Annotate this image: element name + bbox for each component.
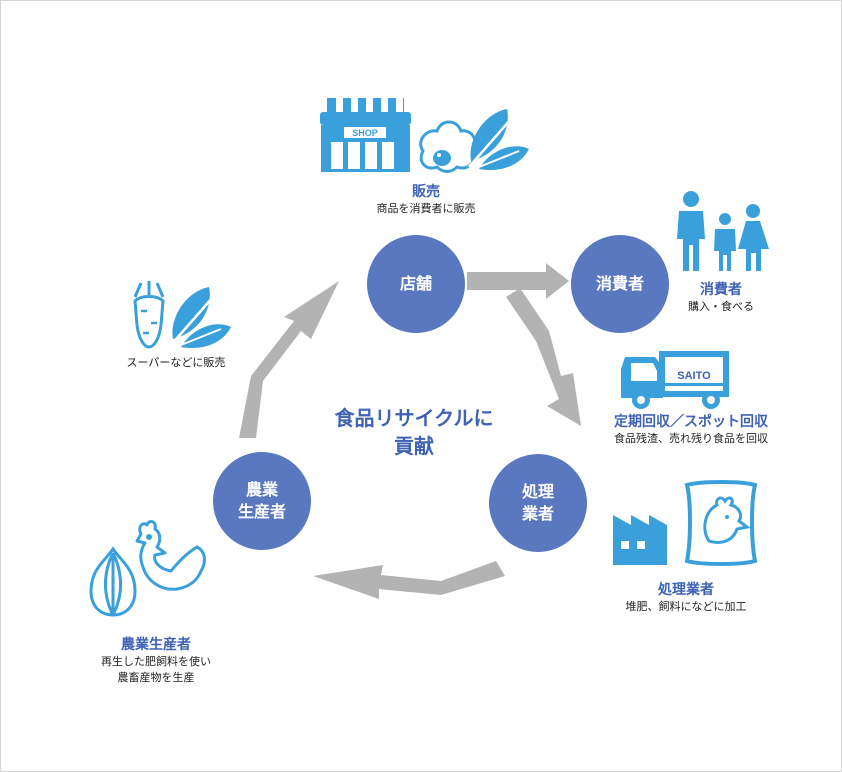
node-processor: 処理 業者	[489, 454, 587, 552]
caption-collection-title: 定期回収／スポット回収	[614, 414, 768, 430]
node-producer-line1: 農業	[245, 480, 278, 499]
onion-icon	[89, 546, 137, 617]
caption-supermarket: スーパーなどに販売	[96, 355, 256, 371]
factory-icon	[613, 515, 667, 565]
carrot-icon	[133, 281, 165, 349]
caption-consumer-subtitle: 購入・食べる	[688, 300, 754, 313]
family-icon	[677, 191, 769, 271]
caption-consumer: 消費者 購入・食べる	[661, 281, 781, 315]
caption-processor: 処理業者 堆肥、飼料になどに加工	[591, 581, 781, 615]
center-title-line1: 食品リサイクルに	[334, 406, 494, 430]
shop-icon: SHOP	[320, 98, 411, 172]
truck-icon: SAITO	[621, 351, 729, 409]
spinach-icon-left	[170, 287, 231, 349]
truck-logo: SAITO	[677, 370, 711, 382]
node-producer-line2: 生産者	[237, 502, 286, 521]
caption-consumer-title: 消費者	[700, 282, 742, 298]
caption-processor-title: 処理業者	[658, 582, 714, 598]
node-store: 店舗	[367, 235, 465, 333]
caption-processor-subtitle: 堆肥、飼料になどに加工	[625, 600, 747, 613]
spinach-icon	[468, 109, 529, 171]
node-producer: 農業 生産者	[213, 452, 311, 550]
node-consumer: 消費者	[571, 235, 669, 333]
chicken-icon	[135, 520, 206, 591]
center-title: 食品リサイクルに 貢献	[309, 404, 519, 460]
caption-sale: 販売 商品を消費者に販売	[341, 183, 511, 217]
arrow-store-to-consumer	[467, 263, 569, 299]
caption-collection-subtitle: 食品残渣、売れ残り食品を回収	[614, 432, 768, 445]
arrow-store-to-processor	[506, 288, 581, 426]
caption-producer-line1: 再生した肥飼料を使い	[101, 655, 211, 668]
caption-sale-subtitle: 商品を消費者に販売	[376, 202, 476, 215]
node-store-label: 店舗	[399, 274, 432, 293]
node-processor-line2: 業者	[521, 504, 554, 523]
center-title-line2: 貢献	[394, 434, 434, 458]
caption-producer-title: 農業生産者	[121, 637, 191, 653]
arrow-producer-to-store	[239, 281, 339, 438]
caption-supermarket-text: スーパーなどに販売	[126, 356, 226, 369]
caption-producer: 農業生産者 再生した肥飼料を使い 農畜産物を生産	[71, 636, 241, 686]
node-consumer-label: 消費者	[595, 274, 644, 293]
caption-sale-title: 販売	[412, 184, 440, 200]
arrow-processor-to-producer	[313, 561, 505, 599]
caption-collection: 定期回収／スポット回収 食品残渣、売れ残り食品を回収	[576, 413, 806, 447]
feed-bag-icon	[684, 480, 758, 566]
shop-sign: SHOP	[352, 128, 378, 138]
node-processor-line1: 処理	[521, 482, 554, 501]
egg-icon	[419, 120, 477, 173]
caption-producer-line2: 農畜産物を生産	[117, 671, 195, 684]
